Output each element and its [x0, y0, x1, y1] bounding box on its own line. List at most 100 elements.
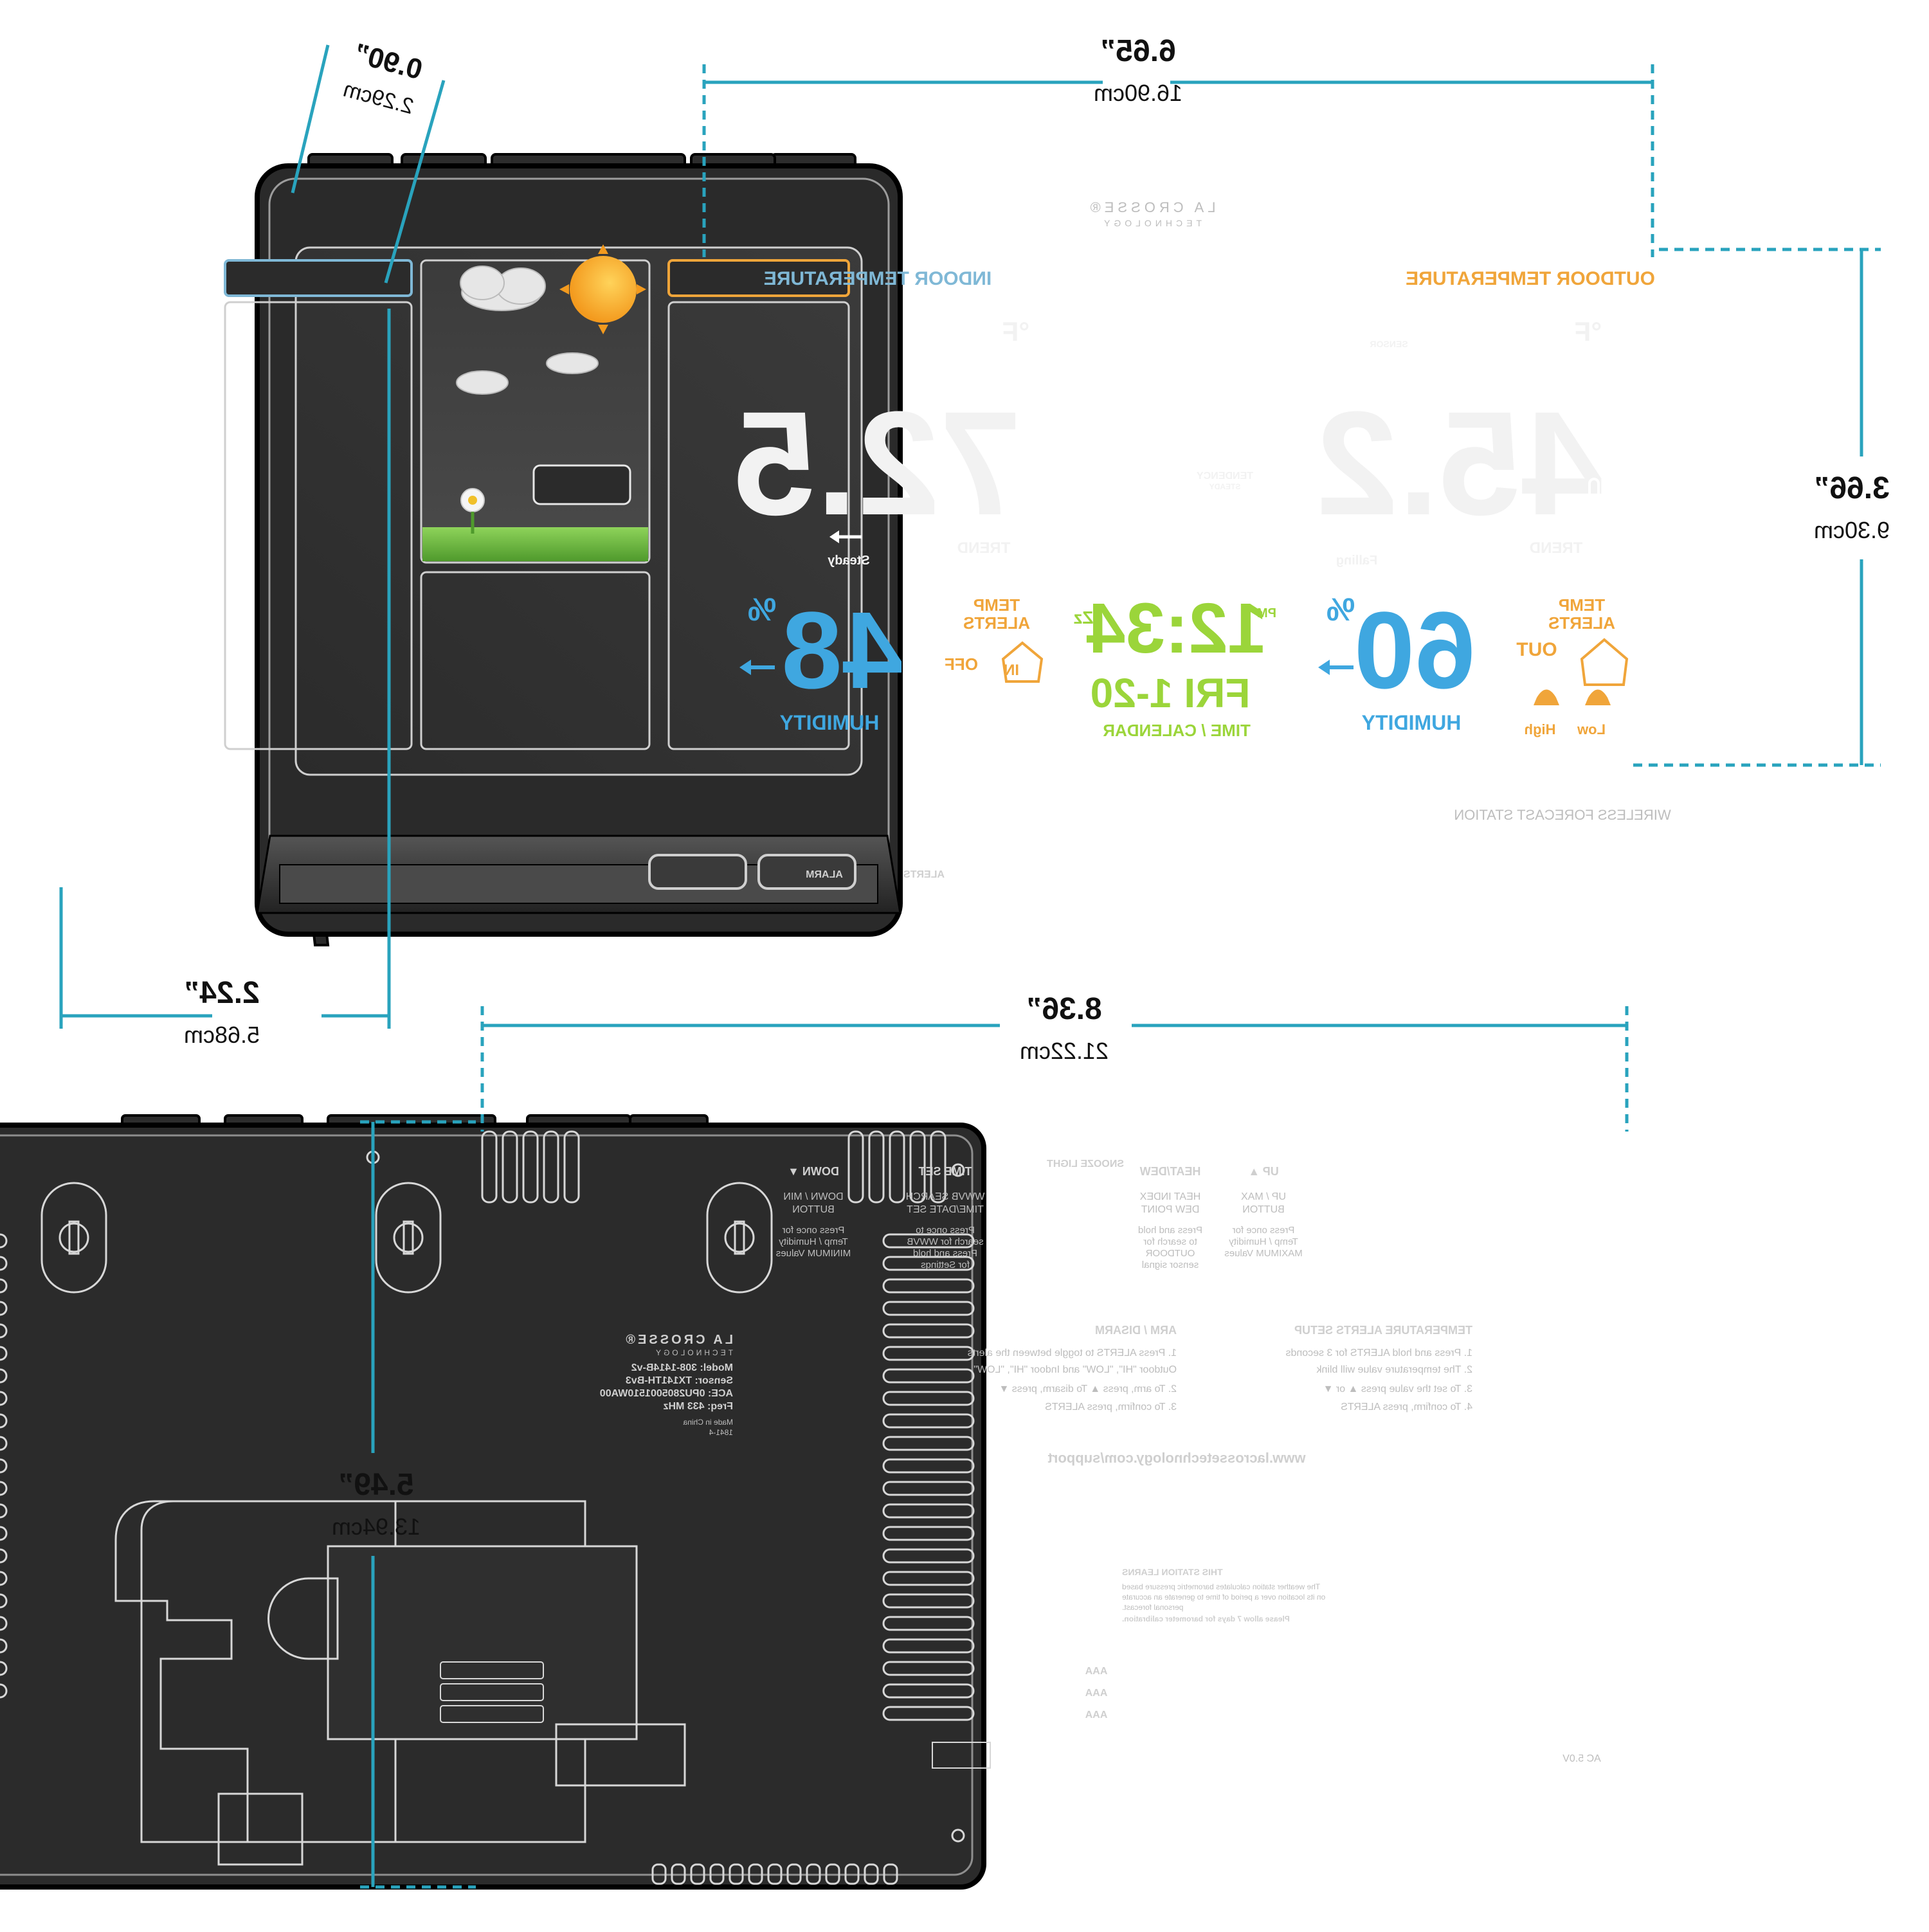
outdoor-alerts-label-2: ALERTS — [1548, 613, 1615, 633]
alerts-step-2: 2. The temperature value will blink — [1316, 1364, 1472, 1375]
dim-width-back-in: 8.36” — [1026, 992, 1101, 1026]
arm-step-3: 2. To arm, press ▲ To disarm, press ▼ — [999, 1384, 1177, 1395]
battery-title: THIS STATION LEARNS — [1122, 1567, 1223, 1577]
mirrored-artwork — [0, 153, 991, 1890]
dim-height-front-in: 3.66” — [1814, 471, 1889, 505]
indoor-trend-button: TREND — [957, 539, 1011, 557]
arm-step-1: 1. Press ALERTS to toggle between the al… — [968, 1348, 1177, 1359]
back-brand-sub: TECHNOLOGY — [653, 1348, 733, 1357]
back-button-timeset-desc-2: search for WWVB — [907, 1236, 983, 1247]
alarm-front-button[interactable] — [648, 854, 747, 890]
back-button-up-title-2: BUTTON — [1242, 1204, 1284, 1215]
outdoor-header: OUTDOOR TEMPERATURE — [1406, 268, 1655, 289]
back-view — [0, 1114, 991, 1890]
bell-icon — [1534, 689, 1611, 705]
back-labels: DOWN ▼ DOWN / MIN BUTTON Press once for … — [600, 1159, 1601, 1764]
outdoor-trend-button: TREND — [1530, 539, 1583, 557]
battery-text-2: on its location over a period of time to… — [1122, 1593, 1326, 1602]
front-lcd: LA CROSSE® TECHNOLOGY WIRELESS FORECAST … — [734, 199, 1671, 880]
back-button-timeset-title-1: WWVB SEARCH — [906, 1191, 985, 1202]
indoor-humidity-label: HUMIDITY — [780, 711, 880, 734]
back-button-timeset-title-2: TIME/DATE SET — [907, 1204, 984, 1215]
alerts-step-1: 1. Press and hold ALERTS for 3 seconds — [1285, 1348, 1472, 1359]
back-button-snooze-tag: SNOOZE LIGHT — [1047, 1159, 1124, 1169]
back-brand: LA CROSSE® — [623, 1333, 733, 1347]
arm-step-2: Outdoor "HI", "LOW" and Indoor "HI", "LO… — [974, 1364, 1177, 1375]
indoor-alerts-label-2: ALERTS — [963, 613, 1030, 633]
back-button-heatdew-desc-1: Press and hold — [1138, 1225, 1202, 1236]
alerts-front-button[interactable] — [757, 854, 856, 890]
back-button-up-desc-1: Press once for — [1233, 1225, 1295, 1236]
back-button-down-title-2: BUTTON — [792, 1204, 834, 1215]
tendency-label: TENDENCY — [1197, 471, 1253, 482]
back-button-down-desc-1: Press once for — [783, 1225, 845, 1236]
dim-height-front-cm: 9.30cm — [1814, 517, 1890, 543]
outdoor-alerts-loc: OUT — [1516, 639, 1557, 660]
outdoor-trend-text: Falling — [1336, 554, 1377, 568]
back-button-timeset-tag: TIME SET — [918, 1165, 972, 1178]
indoor-temp: 72.5 — [734, 381, 1022, 546]
indoor-trend-text: Steady — [827, 554, 869, 568]
outdoor-unit: °F — [1575, 316, 1602, 347]
back-button-up-desc-2: Temp / Humidity — [1229, 1236, 1298, 1247]
back-button-heatdew-title-1: HEAT INDEX — [1139, 1191, 1200, 1202]
front-model-label: WIRELESS FORECAST STATION — [1454, 807, 1671, 823]
power-label: AC 5.0V — [1562, 1753, 1601, 1764]
dim-depth-base-cm: 5.68cm — [184, 1022, 260, 1048]
clock-label: TIME / CALENDAR — [1103, 721, 1251, 740]
back-button-down-title-1: DOWN / MIN — [783, 1191, 843, 1202]
outdoor-low: Low — [1577, 721, 1606, 737]
back-button-timeset-desc-4: for Settings — [921, 1259, 970, 1270]
dim-depth-top-cm: 2.29cm — [341, 77, 417, 120]
alarm-button-label: ALARM — [806, 869, 843, 880]
front-brand: LA CROSSE® — [1087, 199, 1216, 215]
back-button-up-tag: UP ▲ — [1248, 1165, 1279, 1178]
indoor-humidity: 48 — [781, 590, 903, 712]
humidity-arrow-icon — [739, 660, 1354, 675]
outdoor-humidity-label: HUMIDITY — [1362, 711, 1462, 734]
alerts-button-label: ALERTS — [903, 869, 945, 880]
dim-width-back-cm: 21.22cm — [1020, 1038, 1109, 1064]
snooze-icon: Zz — [1073, 608, 1093, 627]
back-button-down-desc-3: MINIMUM Values — [776, 1248, 851, 1259]
back-button-heatdew-desc-4: sensor signal — [1142, 1259, 1199, 1270]
outdoor-high: High — [1525, 721, 1556, 737]
dim-height-back-cm: 13.94cm — [332, 1513, 421, 1540]
outdoor-humidity-unit: % — [1327, 591, 1355, 627]
arm-step-4: 3. To confirm, press ALERTS — [1045, 1402, 1177, 1413]
back-button-down-tag: DOWN ▼ — [788, 1165, 839, 1178]
back-label-line-3: ACE: 0PU2805001510WA00 — [600, 1388, 733, 1399]
arm-title: ARM / DISARM — [1095, 1324, 1177, 1337]
back-button-heatdew-desc-2: to search for — [1143, 1236, 1197, 1247]
alerts-step-3: 3. To set the value press ▲ or ▼ — [1323, 1384, 1472, 1395]
battery-cell-3: AAA — [1085, 1710, 1107, 1720]
back-button-heatdew-desc-3: OUTDOOR — [1146, 1248, 1195, 1259]
indoor-alerts-state: OFF — [945, 655, 978, 674]
dim-depth-base-in: 2.24” — [184, 976, 259, 1010]
dim-width-front-in: 6.65” — [1100, 34, 1175, 68]
battery-cell-1: AAA — [1085, 1666, 1107, 1677]
front-view — [224, 153, 903, 937]
dim-depth-top-in: 0.90” — [350, 37, 426, 86]
back-label-line-2: Sensor: TX141TH-Bv3 — [626, 1375, 733, 1386]
house-icon — [1001, 638, 1629, 686]
back-button-timeset-desc-1: Press once to — [916, 1225, 975, 1236]
support-url: www.lacrossetechnology.com/support — [1047, 1450, 1307, 1466]
back-button-heatdew-title-2: DEW POINT — [1141, 1204, 1199, 1215]
signal-bars-icon — [1326, 358, 1350, 380]
back-button-down-desc-2: Temp / Humidity — [779, 1236, 848, 1247]
tendency-state: STEADY — [1209, 482, 1241, 491]
outdoor-humidity: 60 — [1354, 590, 1475, 712]
back-button-heatdew-tag: HEAT/DEW — [1140, 1165, 1201, 1178]
back-button-up-desc-3: MAXIMUM Values — [1224, 1248, 1302, 1259]
back-button-up-title-1: UP / MAX — [1241, 1191, 1286, 1202]
dim-width-front-cm: 16.90cm — [1094, 80, 1182, 106]
indoor-header: INDOOR TEMPERATURE — [764, 268, 992, 289]
back-button-timeset-desc-3: Press and hold — [913, 1248, 977, 1259]
clock-time: 12:34 — [1086, 589, 1267, 668]
trend-arrow-icon — [829, 530, 862, 543]
battery-text-4: Please allow 7 days for barometer calibr… — [1122, 1614, 1290, 1623]
indoor-unit: °F — [1002, 316, 1029, 347]
